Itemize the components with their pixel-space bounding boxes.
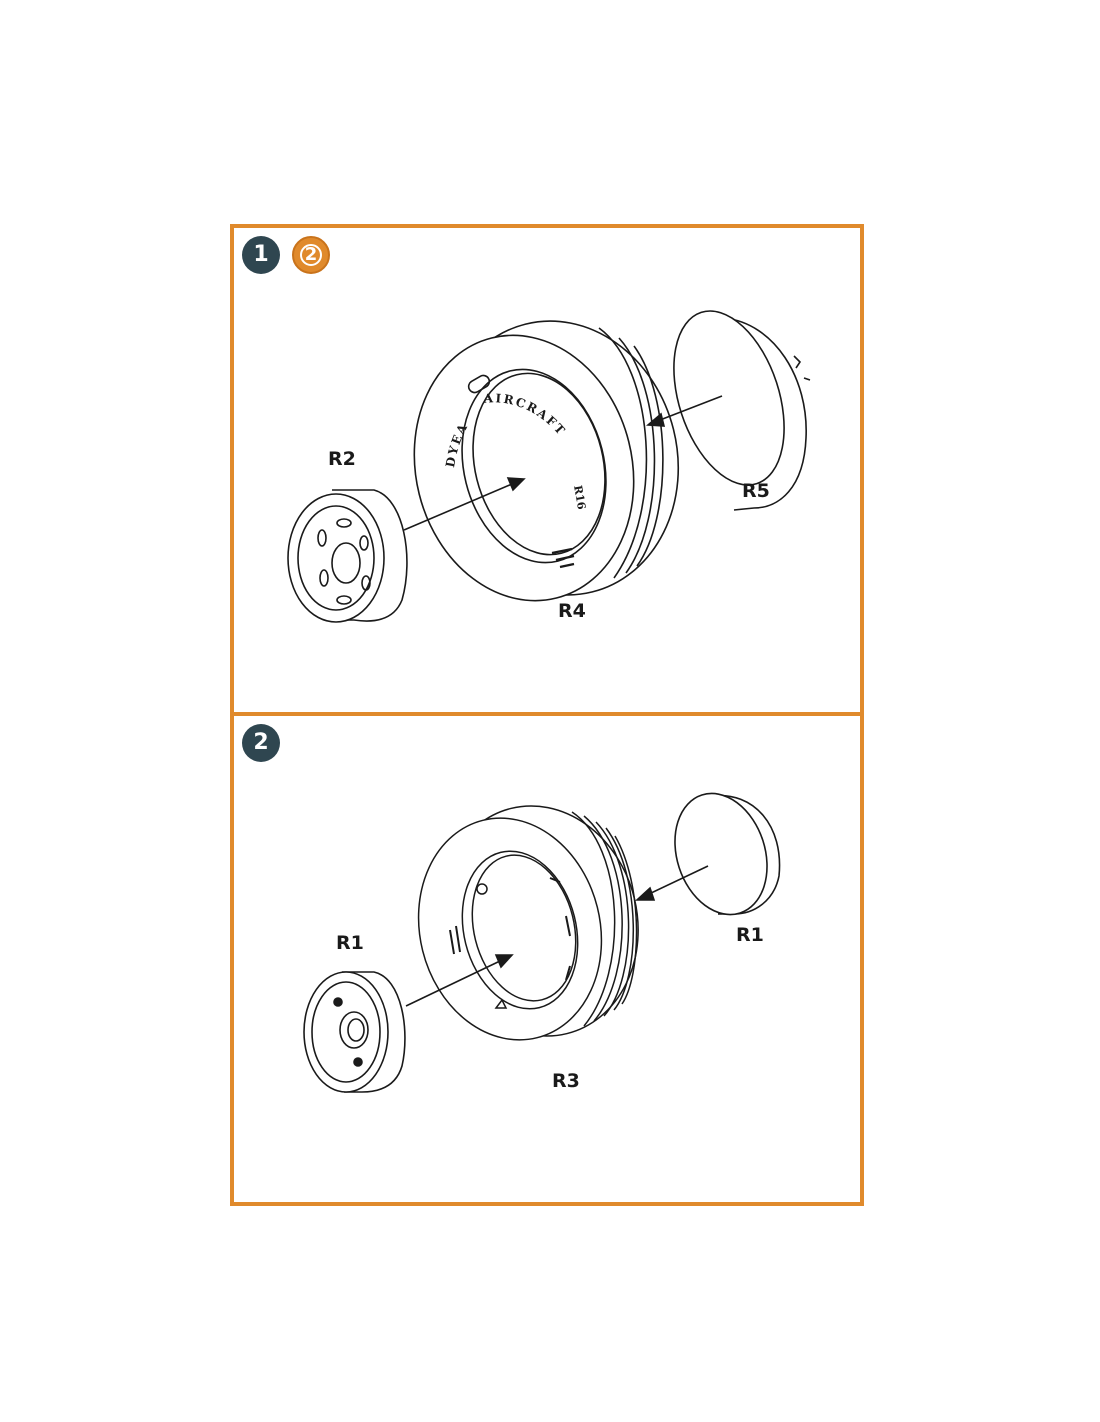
- step-number-badge: 1: [242, 236, 280, 274]
- cap-part-label: R5: [742, 480, 770, 502]
- step-2-panel: 2: [230, 712, 864, 1206]
- hub-part-label: R2: [328, 448, 356, 470]
- step-number-badge: 2: [242, 724, 280, 762]
- rotate-ring-icon: [300, 244, 322, 266]
- tire-part-label: R4: [558, 600, 586, 622]
- tire-part-drawing: [413, 320, 680, 602]
- hub-part-label: R1: [336, 932, 364, 954]
- tire-part-label: R3: [552, 1070, 580, 1092]
- tire-sidewall-text-right: R16: [571, 484, 588, 511]
- cap-part-drawing: [673, 310, 811, 511]
- cap-part-label: R1: [736, 924, 764, 946]
- step-2-drawing: [303, 792, 781, 1093]
- step-1-drawing: AIRCRAFT DYEA R16: [287, 310, 811, 623]
- reference-step-badge: 2: [292, 236, 330, 274]
- cap-part-drawing: [674, 792, 781, 916]
- assembly-arrows: [403, 395, 723, 531]
- tire-part-drawing: [417, 805, 639, 1041]
- reference-step-number: 2: [304, 244, 318, 265]
- hub-part-drawing: [287, 489, 408, 623]
- assembly-arrows: [405, 865, 709, 1007]
- hub-part-drawing: [303, 971, 406, 1093]
- step-1-panel: 1 2 AIRCRAFT DYE: [230, 224, 864, 718]
